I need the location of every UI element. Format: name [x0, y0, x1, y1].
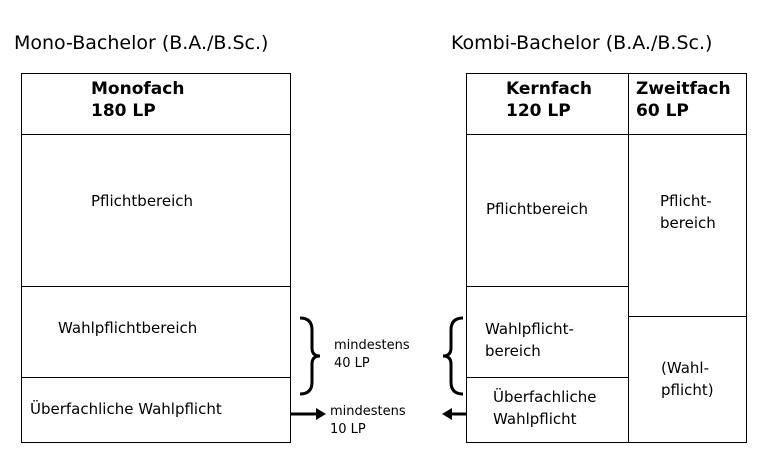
zweitfach-pflichtbereich: Pflicht- bereich [660, 192, 716, 232]
mono-title: Mono-Bachelor (B.A./B.Sc.) [14, 32, 269, 54]
kombi-title: Kombi-Bachelor (B.A./B.Sc.) [451, 32, 713, 54]
zweitfach-header-cell [628, 73, 747, 135]
right-curly-brace-icon [299, 316, 321, 396]
zweitfach-divider [628, 316, 747, 317]
zweitfach-wahlpflicht: (Wahl- pflicht) [661, 359, 714, 399]
note-mindestens-40: mindestens 40 LP [334, 338, 410, 371]
note-mindestens-10: mindestens 10 LP [330, 404, 406, 437]
kernfach-header-cell [466, 73, 629, 135]
mono-header-cell [21, 73, 291, 135]
mono-header: Monofach 180 LP [91, 79, 185, 121]
kernfach-header: Kernfach 120 LP [506, 79, 592, 121]
kernfach-pflichtbereich: Pflichtbereich [486, 200, 589, 218]
mono-ueberfachliche-wahlpflicht: Überfachliche Wahlpflicht [30, 400, 222, 418]
mono-wahlpflicht-cell [21, 286, 291, 378]
zweitfach-header: Zweitfach 60 LP [636, 79, 731, 121]
kernfach-ueberfachliche-wahlpflicht: Überfachliche Wahlpflicht [493, 388, 597, 428]
mono-pflichtbereich: Pflichtbereich [91, 192, 194, 210]
arrow-right-icon [316, 408, 326, 420]
mono-wahlpflichtbereich: Wahlpflichtbereich [58, 319, 198, 337]
kernfach-wahlpflichtbereich: Wahlpflicht- bereich [485, 320, 574, 360]
left-curly-brace-icon [442, 316, 464, 396]
arrow-left-icon [442, 408, 452, 420]
